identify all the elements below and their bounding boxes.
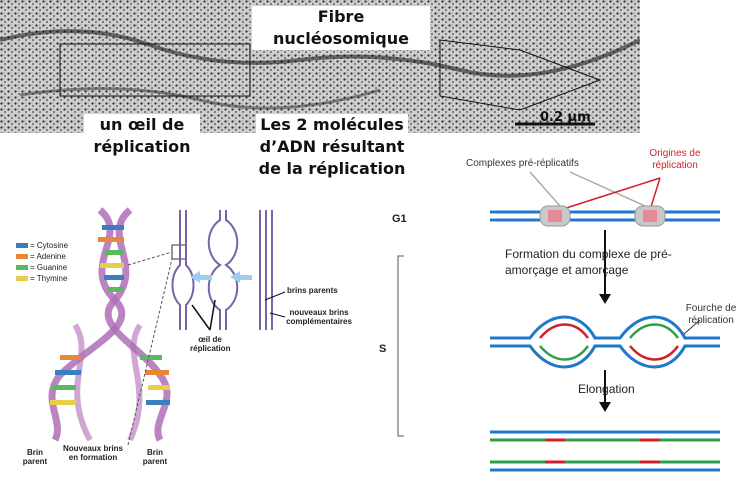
phase-g1-label: G1 xyxy=(392,213,407,225)
bubble-strands-1 xyxy=(171,210,195,330)
elongation-label: Elongation xyxy=(578,382,635,396)
complex-pointer-1-icon xyxy=(529,171,561,207)
micrograph-title: Fibre nucléosomique xyxy=(252,6,430,50)
adenine-swatch xyxy=(16,254,28,259)
guanine-swatch xyxy=(16,265,28,270)
legend-item-cytosine: = Cytosine xyxy=(16,240,68,251)
complex-pointer-2-icon xyxy=(569,171,646,207)
origin-pointer-2-icon xyxy=(649,177,661,211)
formation-label: Formation du complexe de pré-amorçage et… xyxy=(505,247,672,277)
oeil-arrow-2-icon xyxy=(209,299,216,331)
brin-parent-left-label: Brin parent xyxy=(22,448,48,466)
base-pairs xyxy=(50,225,170,405)
step-arrow-2-icon xyxy=(599,402,611,412)
helix-diagram xyxy=(48,207,286,445)
thymine-swatch xyxy=(16,276,28,281)
step-arrow-1-icon xyxy=(599,294,611,304)
s-phase-bracket xyxy=(397,255,404,437)
base-legend: = Cytosine = Adenine = Guanine = Thymine xyxy=(16,240,68,284)
eye-label: un œil de réplication xyxy=(84,114,200,158)
brins-parents-label: brins parents xyxy=(287,286,338,295)
complexes-label: Complexes pré-réplicatifs xyxy=(466,158,579,169)
oeil-arrow-1-icon xyxy=(191,304,211,331)
complementary-pointer-icon xyxy=(269,312,286,318)
oeil-label: œil de réplication xyxy=(190,335,231,353)
legend-item-guanine: = Guanine xyxy=(16,262,68,273)
origin-pointer-1-icon xyxy=(559,177,661,211)
complementaires-label: nouveaux brins complémentaires xyxy=(286,308,352,326)
molecules-label: Les 2 molécules d’ADN résultant de la ré… xyxy=(256,114,408,180)
fourche-label: Fourche de réplication xyxy=(685,303,737,326)
replication-steps-diagram xyxy=(490,171,720,472)
brin-parent-right-label: Brin parent xyxy=(142,448,168,466)
blue-arrow-2-icon xyxy=(230,271,252,283)
fork-pointer-icon xyxy=(683,319,701,335)
cytosine-swatch xyxy=(16,243,28,248)
blue-arrow-1-icon xyxy=(190,271,212,283)
bubble-strands-2 xyxy=(207,210,239,330)
daughter-strands xyxy=(259,210,273,330)
nouveaux-brins-label: Nouveaux brins en formation xyxy=(62,444,123,462)
legend-item-thymine: = Thymine xyxy=(16,273,68,284)
phase-s-label: S xyxy=(379,343,387,355)
legend-item-adenine: = Adenine xyxy=(16,251,68,262)
parents-pointer-icon xyxy=(264,291,286,301)
origines-label: Origines de réplication xyxy=(649,148,701,171)
scale-bar-label: 0.2 μm xyxy=(540,110,591,125)
